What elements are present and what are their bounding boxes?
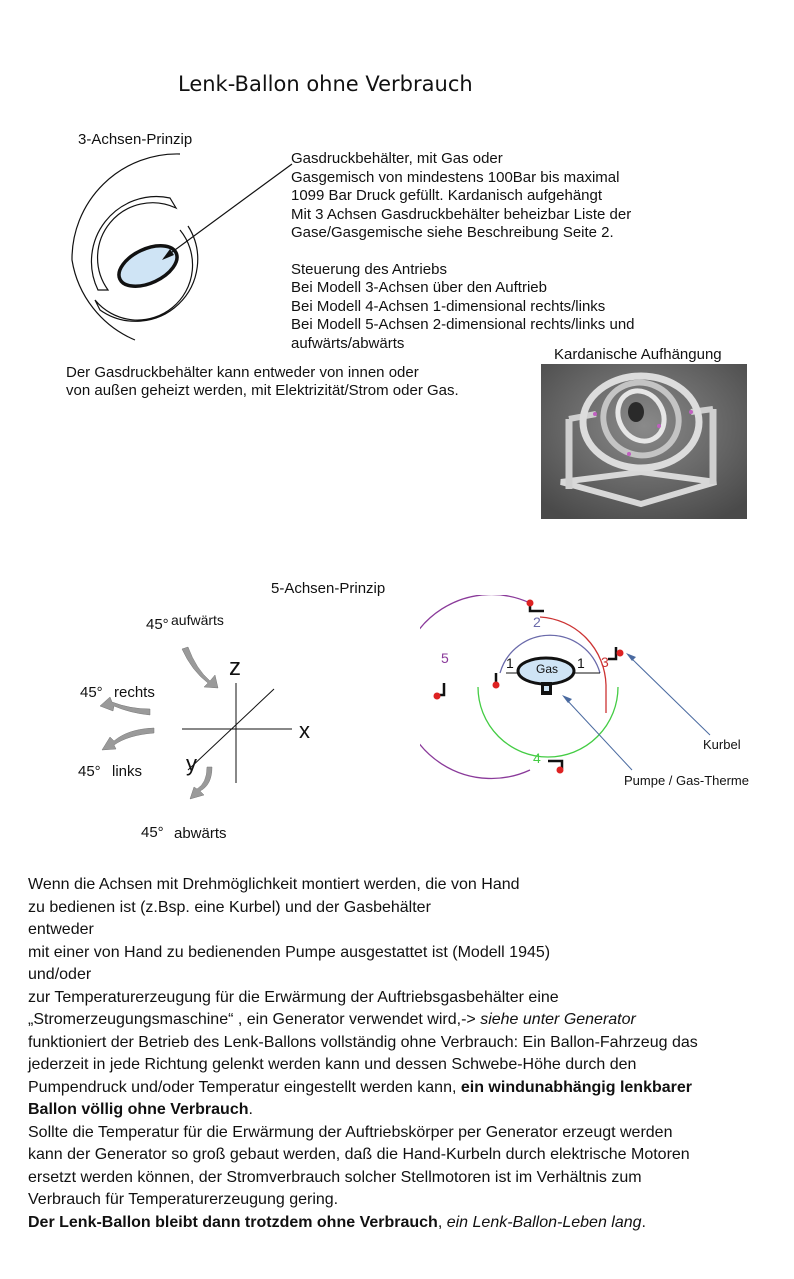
- three-axis-heading: 3-Achsen-Prinzip: [78, 131, 192, 148]
- five-axis-heading: 5-Achsen-Prinzip: [271, 580, 385, 597]
- body-span: .: [642, 1214, 646, 1231]
- body-line: jederzeit in jede Richtung gelenkt werde…: [28, 1054, 773, 1077]
- desc-line: Gasgemisch von mindestens 100Bar bis max…: [291, 169, 635, 188]
- body-line: Verbrauch für Temperaturerzeugung gering…: [28, 1189, 773, 1212]
- body-line: ersetzt werden können, der Stromverbrauc…: [28, 1167, 773, 1190]
- body-line: Pumpendruck und/oder Temperatur eingeste…: [28, 1077, 773, 1100]
- gimbal-photo: [541, 364, 747, 519]
- up-arrow: [182, 647, 218, 688]
- three-axis-diagram: [60, 150, 300, 350]
- heat-line: von außen geheizt werden, mit Elektrizit…: [66, 382, 459, 400]
- gas-tank: [113, 237, 184, 294]
- body-line: zu bedienen ist (z.Bsp. eine Kurbel) und…: [28, 897, 773, 920]
- body-line: kann der Generator so groß gebaut werden…: [28, 1144, 773, 1167]
- y-label: y: [186, 751, 197, 777]
- z-label: z: [229, 654, 241, 682]
- body-text: Wenn die Achsen mit Drehmöglichkeit mont…: [28, 874, 773, 1234]
- axis-diagram: [70, 605, 330, 850]
- body-span: .: [248, 1101, 252, 1118]
- tank-description: Gasdruckbehälter, mit Gas oder Gasgemisc…: [291, 150, 635, 353]
- control-line: Bei Modell 4-Achsen 1-dimensional rechts…: [291, 298, 635, 317]
- heat-line: Der Gasdruckbehälter kann entweder von i…: [66, 364, 459, 382]
- body-span: „Stromerzeugungsmaschine“ , ein Generato…: [28, 1011, 480, 1028]
- right-label: rechts: [114, 684, 155, 701]
- right-deg: 45°: [80, 684, 103, 701]
- body-line: mit einer von Hand zu bedienenden Pumpe …: [28, 942, 773, 965]
- control-line: Bei Modell 3-Achsen über den Auftrieb: [291, 279, 635, 298]
- generator-link[interactable]: siehe unter Generator: [480, 1011, 636, 1028]
- ring-label-1a: 1: [506, 655, 514, 671]
- down-label: abwärts: [174, 825, 227, 842]
- control-line: Steuerung des Antriebs: [291, 261, 635, 280]
- page-title: Lenk-Ballon ohne Verbrauch: [178, 72, 473, 96]
- body-span: ,: [438, 1214, 447, 1231]
- body-line: und/oder: [28, 964, 773, 987]
- body-line: entweder: [28, 919, 773, 942]
- bold-span: Ballon völlig ohne Verbrauch: [28, 1101, 248, 1118]
- ring-label-2: 2: [533, 614, 541, 630]
- body-line: Der Lenk-Ballon bleibt dann trotzdem ohn…: [28, 1212, 773, 1235]
- pump-label: Pumpe / Gas-Therme: [624, 773, 749, 788]
- ring-4: [478, 687, 618, 757]
- bold-span: ein windunabhängig lenkbarer: [461, 1079, 692, 1096]
- body-line: funktioniert der Betrieb des Lenk-Ballon…: [28, 1032, 773, 1055]
- ring-label-5: 5: [441, 650, 449, 666]
- left-deg: 45°: [78, 763, 101, 780]
- gas-label: Gas: [536, 662, 558, 676]
- crank-label: Kurbel: [703, 737, 741, 752]
- x-label: x: [299, 718, 310, 744]
- body-line: zur Temperaturerzeugung für die Erwärmun…: [28, 987, 773, 1010]
- body-line: Ballon völlig ohne Verbrauch.: [28, 1099, 773, 1122]
- heating-text: Der Gasdruckbehälter kann entweder von i…: [66, 364, 459, 400]
- body-line: Sollte die Temperatur für die Erwärmung …: [28, 1122, 773, 1145]
- photo-caption: Kardanische Aufhängung: [554, 346, 722, 363]
- ring-label-3: 3: [601, 654, 609, 670]
- desc-line: Mit 3 Achsen Gasdruckbehälter beheizbar …: [291, 206, 635, 225]
- body-line: Wenn die Achsen mit Drehmöglichkeit mont…: [28, 874, 773, 897]
- left-label: links: [112, 763, 142, 780]
- body-span: Pumpendruck und/oder Temperatur eingeste…: [28, 1079, 461, 1096]
- down-deg: 45°: [141, 824, 164, 841]
- bold-span: Der Lenk-Ballon bleibt dann trotzdem ohn…: [28, 1214, 438, 1231]
- control-line: Bei Modell 5-Achsen 2-dimensional rechts…: [291, 316, 635, 335]
- desc-line: 1099 Bar Druck gefüllt. Kardanisch aufge…: [291, 187, 635, 206]
- desc-line: Gase/Gasgemische siehe Beschreibung Seit…: [291, 224, 635, 243]
- body-line: „Stromerzeugungsmaschine“ , ein Generato…: [28, 1009, 773, 1032]
- italic-span: ein Lenk-Ballon-Leben lang: [447, 1214, 642, 1231]
- desc-line: Gasdruckbehälter, mit Gas oder: [291, 150, 635, 169]
- ring-5: [420, 595, 530, 779]
- up-label: aufwärts: [171, 612, 224, 628]
- ring-label-4: 4: [533, 750, 541, 766]
- up-deg: 45°: [146, 616, 169, 633]
- left-arrow: [102, 728, 154, 750]
- ring-label-1b: 1: [577, 655, 585, 671]
